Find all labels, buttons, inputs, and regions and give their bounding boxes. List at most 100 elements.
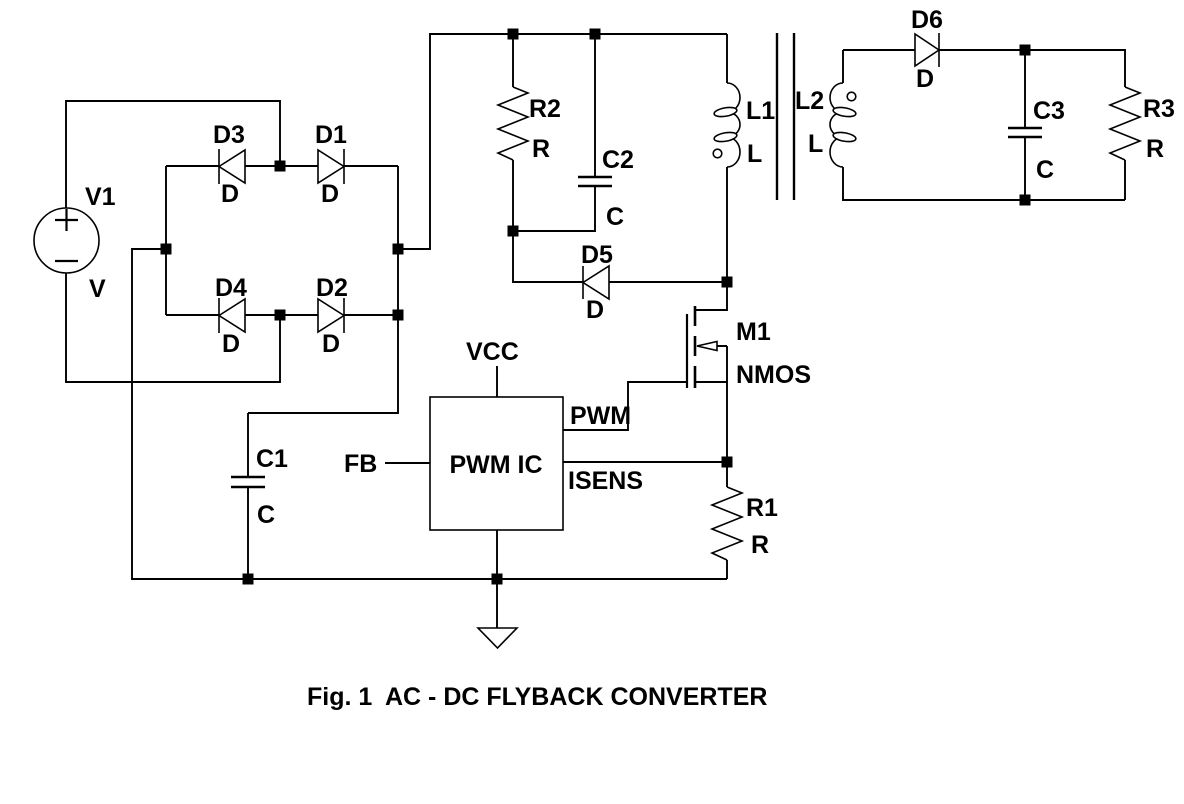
l1-value-label: L — [747, 140, 762, 168]
d4-value-label: D — [222, 330, 240, 358]
fb-pin-label: FB — [344, 450, 377, 478]
r1-value-label: R — [751, 531, 769, 559]
junction-dot — [507, 28, 519, 40]
diode-d6 — [914, 32, 941, 68]
junction-dot — [589, 28, 601, 40]
pwm-ic-name-label: PWM IC — [449, 451, 542, 479]
c3-value-label: C — [1036, 156, 1054, 184]
d5-value-label: D — [586, 296, 604, 324]
capacitor-c2 — [578, 175, 612, 188]
d6-value-label: D — [916, 65, 934, 93]
capacitor-c1 — [231, 475, 265, 489]
d4-ref-label: D4 — [215, 274, 247, 302]
junction-dot — [392, 243, 404, 255]
wire-v1-top — [65, 100, 281, 208]
m1-value-label: NMOS — [736, 361, 811, 389]
v1-ref-label: V1 — [85, 183, 116, 211]
l1-loop-petal — [713, 131, 738, 143]
d5-ref-label: D5 — [581, 241, 613, 269]
m1-ref-label: M1 — [736, 318, 771, 346]
d3-triangle — [217, 148, 246, 185]
v1-circle — [33, 207, 100, 274]
diode-d5 — [581, 264, 610, 301]
r1-ref-label: R1 — [746, 494, 778, 522]
r3-ref-label: R3 — [1143, 95, 1175, 123]
c1-ref-label: C1 — [256, 445, 288, 473]
pwm-ic-box — [429, 396, 564, 531]
wire-pwm-gate — [563, 381, 687, 431]
junction-dots — [160, 28, 1031, 585]
wire-m1-drain — [695, 282, 728, 311]
l2-loop-petal — [832, 106, 857, 118]
transformer-core — [775, 33, 796, 200]
figure-caption: Fig. 1 AC - DC FLYBACK CONVERTER — [307, 683, 767, 711]
c2-ref-label: C2 — [602, 146, 634, 174]
r2-ref-label: R2 — [529, 95, 561, 123]
d5-triangle — [581, 264, 610, 301]
junction-dot — [274, 160, 286, 172]
d2-triangle — [317, 297, 346, 334]
r2-value-label: R — [532, 135, 550, 163]
d1-ref-label: D1 — [315, 121, 347, 149]
diode-d2 — [317, 297, 346, 334]
wire-top-rail — [398, 33, 727, 250]
junction-dot — [1019, 44, 1031, 56]
l1-coil — [726, 82, 741, 168]
plus-sign — [55, 209, 78, 231]
resistor-r1-zigzag — [709, 486, 745, 561]
wire-m1-source — [695, 345, 728, 462]
diode-d1 — [317, 148, 346, 185]
v1-value-label: V — [89, 275, 106, 303]
c3-ref-label: C3 — [1033, 97, 1065, 125]
d1-value-label: D — [321, 180, 339, 208]
ground-symbol — [476, 627, 519, 650]
junction-dot — [1019, 194, 1031, 206]
resistor-r3-zigzag — [1107, 86, 1143, 161]
junction-dot — [721, 276, 733, 288]
junction-dot — [160, 243, 172, 255]
junction-dot — [274, 309, 286, 321]
figure-title: AC - DC FLYBACK CONVERTER — [385, 683, 767, 711]
junction-dot — [242, 573, 254, 585]
d3-ref-label: D3 — [213, 121, 245, 149]
c1-value-label: C — [257, 501, 275, 529]
junction-dot — [507, 225, 519, 237]
l1-phase-dot — [712, 148, 723, 159]
d3-value-label: D — [221, 180, 239, 208]
capacitor-c3 — [1008, 126, 1042, 139]
l1-loop-petal — [713, 106, 738, 118]
vcc-pin-label: VCC — [466, 338, 519, 366]
d4-triangle — [217, 297, 246, 334]
d1-triangle — [317, 148, 346, 185]
r3-value-label: R — [1146, 135, 1164, 163]
mosfet-m1 — [685, 306, 718, 388]
d6-triangle — [914, 32, 941, 68]
l2-loop-petal — [832, 131, 857, 143]
inductor-l1-primary — [712, 82, 741, 168]
l2-ref-label: L2 — [795, 87, 824, 115]
voltage-source-v1 — [33, 207, 100, 274]
junction-dot — [491, 573, 503, 585]
l2-coil — [829, 82, 844, 168]
resistor-r2-zigzag — [495, 86, 531, 161]
pwm-pin-label: PWM — [570, 402, 631, 430]
m1-body-arrow — [696, 340, 718, 352]
wire-secondary-loop — [842, 49, 1126, 201]
isens-pin-label: ISENS — [568, 467, 643, 495]
junction-dot — [721, 456, 733, 468]
d2-value-label: D — [322, 330, 340, 358]
junction-dot — [392, 309, 404, 321]
labels: V1 V D3 D D1 D D4 D D2 D R2 R C2 C D5 D … — [85, 6, 1175, 559]
l2-phase-dot — [846, 91, 857, 102]
diode-d3 — [217, 148, 246, 185]
wire-c2-branch — [513, 34, 596, 232]
l1-ref-label: L1 — [746, 97, 775, 125]
d2-ref-label: D2 — [316, 274, 348, 302]
d6-ref-label: D6 — [911, 6, 943, 34]
inductor-l2-secondary — [829, 82, 857, 168]
wire-snubber-d5 — [512, 231, 727, 283]
wire-bottom-rail — [131, 248, 727, 580]
c2-value-label: C — [606, 203, 624, 231]
